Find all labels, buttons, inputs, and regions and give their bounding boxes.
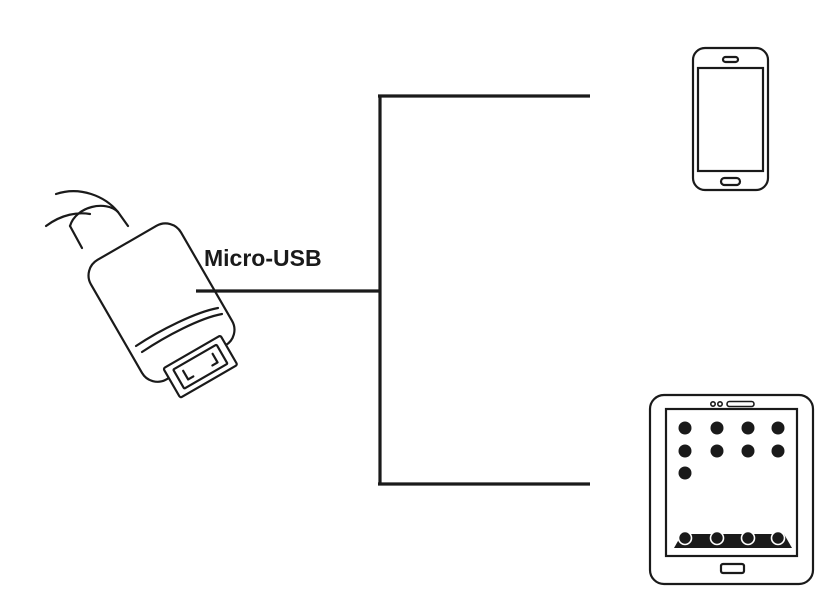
- dock: [674, 530, 792, 548]
- connector-lines: [196, 94, 590, 486]
- app-icons: [678, 421, 785, 480]
- tablet-icon: [648, 393, 815, 586]
- micro-usb-plug-icon: [44, 190, 238, 399]
- connector-label: Micro-USB: [204, 245, 322, 271]
- smartphone-icon: [691, 46, 770, 192]
